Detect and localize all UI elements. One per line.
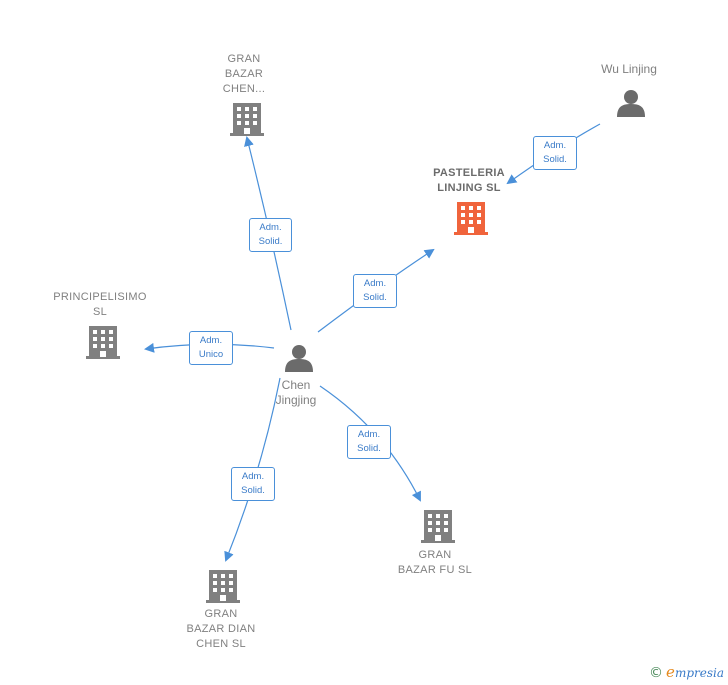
building-icon[interactable]	[421, 510, 455, 543]
node-label-gran-bazar-fu[interactable]: GRAN BAZAR FU SL	[397, 549, 473, 576]
building-icon[interactable]	[206, 570, 240, 603]
node-label-pasteleria[interactable]: PASTELERIA LINJING SL	[433, 167, 505, 194]
copyright-symbol: ©	[649, 665, 664, 681]
node-label-principelisimo[interactable]: PRINCIPELISIMO SL	[53, 291, 147, 318]
building-icon[interactable]	[454, 202, 488, 235]
brand-name: mpresia	[674, 666, 724, 680]
edge-label-gran-bazar-chen: Adm. Solid.	[249, 218, 292, 252]
empresia-logo[interactable]: ©empresia	[649, 663, 724, 681]
building-icon[interactable]	[230, 103, 264, 136]
building-icon[interactable]	[86, 326, 120, 359]
node-label-gran-bazar-chen[interactable]: GRAN BAZAR CHEN...	[222, 53, 266, 95]
node-label-gran-bazar-dian[interactable]: GRAN BAZAR DIAN CHEN SL	[186, 608, 256, 650]
edge-label-gran-bazar-dian: Adm. Solid.	[231, 467, 275, 501]
person-icon[interactable]	[285, 345, 313, 372]
edge-label-wu-pasteleria: Adm. Solid.	[533, 136, 577, 170]
node-label-chen-jingjing[interactable]: Chen Jingjing	[275, 378, 317, 407]
person-icon[interactable]	[617, 90, 645, 117]
edge-label-pasteleria: Adm. Solid.	[353, 274, 397, 308]
edge-label-principelisimo: Adm. Unico	[189, 331, 233, 365]
edge-label-gran-bazar-fu: Adm. Solid.	[347, 425, 391, 459]
node-label-wu-linjing[interactable]: Wu Linjing	[601, 62, 657, 76]
brand-initial: e	[666, 663, 675, 681]
